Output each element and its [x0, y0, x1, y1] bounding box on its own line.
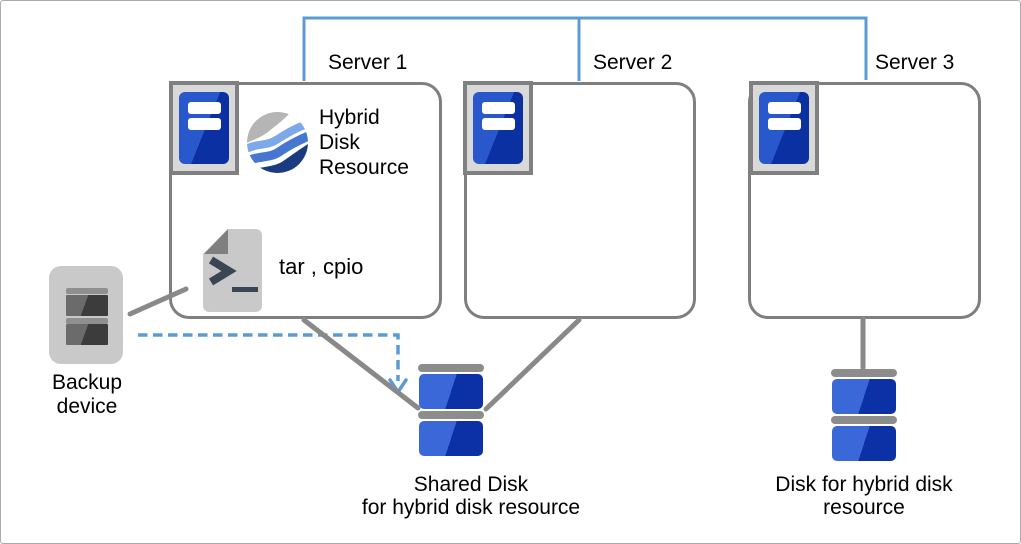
arrow-head-icon [388, 378, 408, 394]
tower-slot-bar [188, 118, 221, 130]
backup-tools-label: tar , cpio [279, 254, 364, 279]
disk-cap [831, 416, 897, 424]
hybrid-disk-icon [831, 369, 897, 462]
tape-slot [66, 295, 108, 316]
hybrid-disk-resource-label: Hybrid Disk Resource [319, 106, 409, 179]
server-2-icon [463, 81, 533, 175]
tower-slot-bar [188, 102, 221, 114]
disk-platter [419, 421, 483, 456]
backup-device-label: Backup device [51, 371, 123, 418]
disk-cap [418, 411, 484, 419]
hybrid-disk-resource-icon [247, 112, 308, 173]
tower-slot-bar [768, 102, 801, 114]
server-1-icon [169, 81, 239, 175]
disk-platter [832, 379, 896, 414]
server2-to-shared-disk-line [483, 317, 582, 412]
disk-cap [831, 369, 897, 377]
terminal-file-icon [203, 229, 262, 312]
tape-slot-bar [66, 318, 108, 324]
tower-slot-bar [482, 102, 515, 114]
server-tower-icon [179, 92, 229, 164]
disk-platter [419, 374, 483, 409]
terminal-prompt-icon [208, 256, 237, 286]
shared-disk-icon [418, 364, 484, 457]
terminal-cursor-icon [232, 287, 258, 292]
tower-slot-bar [482, 118, 515, 130]
server-3-label: Server 3 [875, 51, 955, 74]
shared-disk-label: Shared Disk for hybrid disk resource [361, 473, 581, 519]
disk-platter [832, 426, 896, 461]
disk-cap [418, 364, 484, 372]
server-tower-icon [759, 92, 809, 164]
server-2-label: Server 2 [593, 51, 673, 74]
server-3-icon [749, 81, 819, 175]
backup-device-icon [49, 266, 123, 364]
tower-slot-bar [768, 118, 801, 130]
server1-to-shared-disk-line [301, 317, 421, 411]
server-1-label: Server 1 [328, 51, 408, 74]
backup-flow-dashed-arrow [138, 333, 400, 381]
server-tower-icon [473, 92, 523, 164]
tape-slot [66, 324, 108, 345]
tape-slot-bar [66, 288, 108, 294]
hybrid-disk-label: Disk for hybrid disk resource [775, 473, 953, 519]
